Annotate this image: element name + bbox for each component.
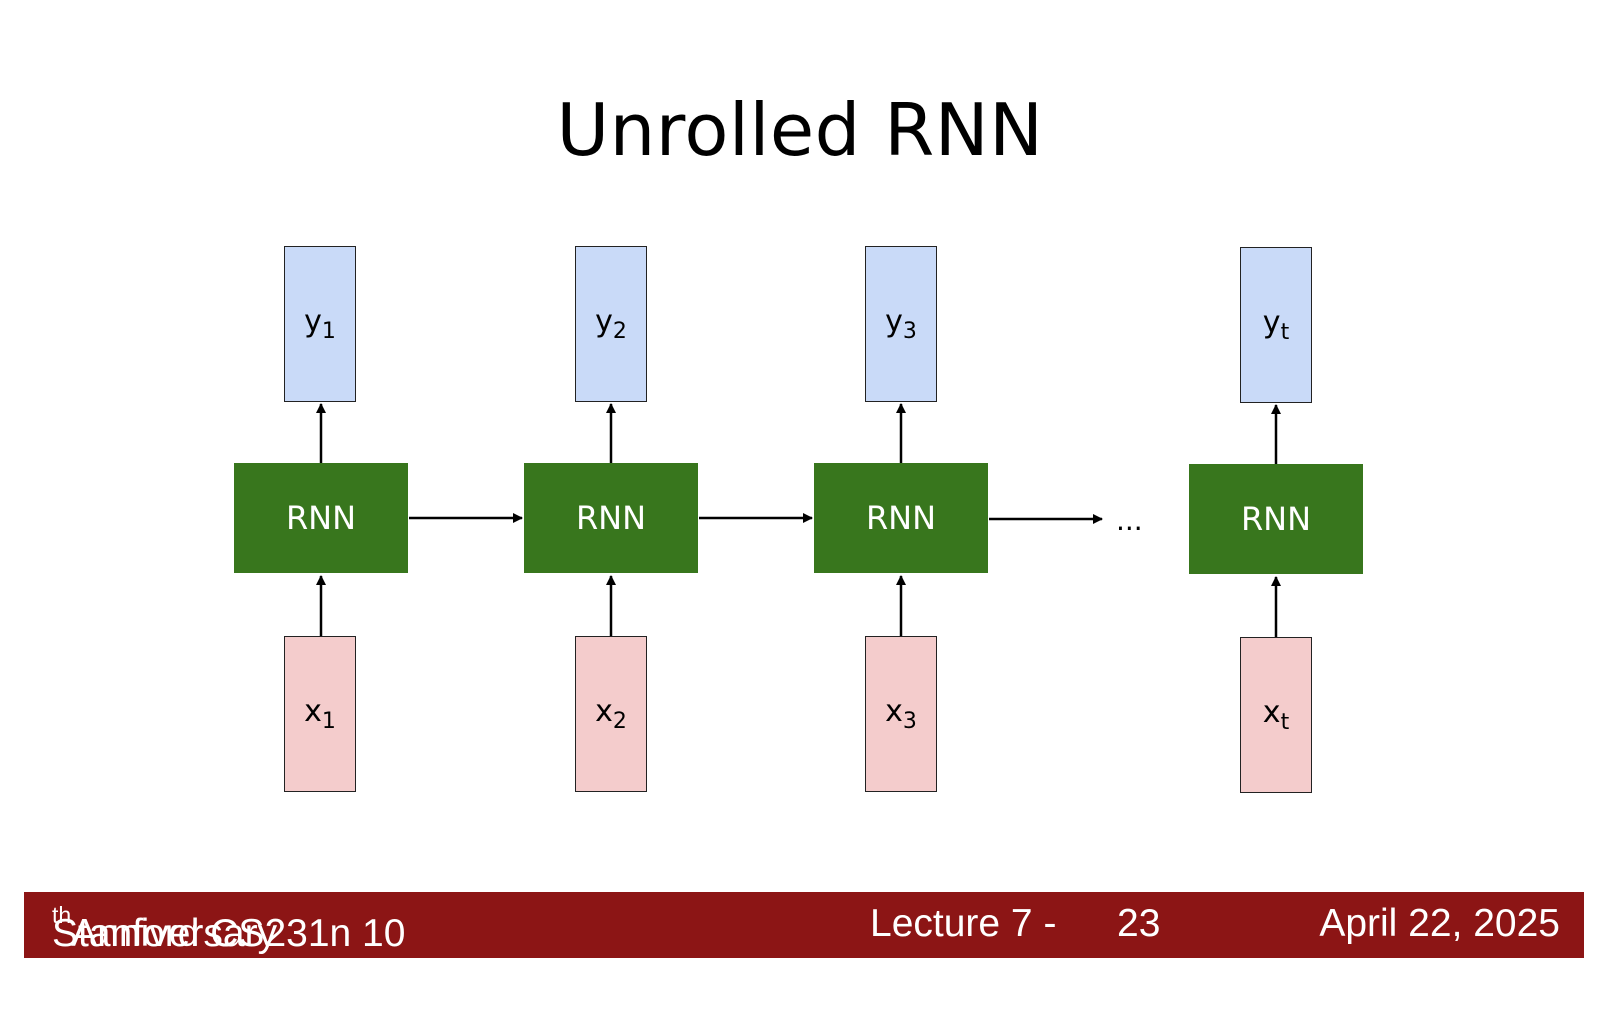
lecture-label: Lecture 7 - [870, 902, 1057, 945]
rnn-cell-1: RNN [234, 463, 408, 573]
input-label: x2 [595, 694, 627, 734]
rnn-cell-3: RNN [814, 463, 988, 573]
output-box-yt: yt [1240, 247, 1312, 403]
input-label: xt [1262, 695, 1290, 735]
output-label: y3 [885, 304, 917, 344]
slide-title: Unrolled RNN [556, 88, 1044, 172]
lecture-date: April 22, 2025 [1319, 902, 1560, 945]
input-box-xt: xt [1240, 637, 1312, 793]
slide-number: 23 [1117, 902, 1161, 945]
input-box-x3: x3 [865, 636, 937, 792]
input-label: x3 [885, 694, 917, 734]
rnn-cell-t: RNN [1189, 464, 1363, 574]
output-box-y1: y1 [284, 246, 356, 402]
output-label: yt [1262, 305, 1290, 345]
output-box-y2: y2 [575, 246, 647, 402]
output-box-y3: y3 [865, 246, 937, 402]
rnn-cell-2: RNN [524, 463, 698, 573]
input-box-x1: x1 [284, 636, 356, 792]
output-label: y2 [595, 304, 627, 344]
ellipsis: ... [1116, 504, 1143, 537]
input-box-x2: x2 [575, 636, 647, 792]
output-label: y1 [304, 304, 336, 344]
input-label: x1 [304, 694, 336, 734]
